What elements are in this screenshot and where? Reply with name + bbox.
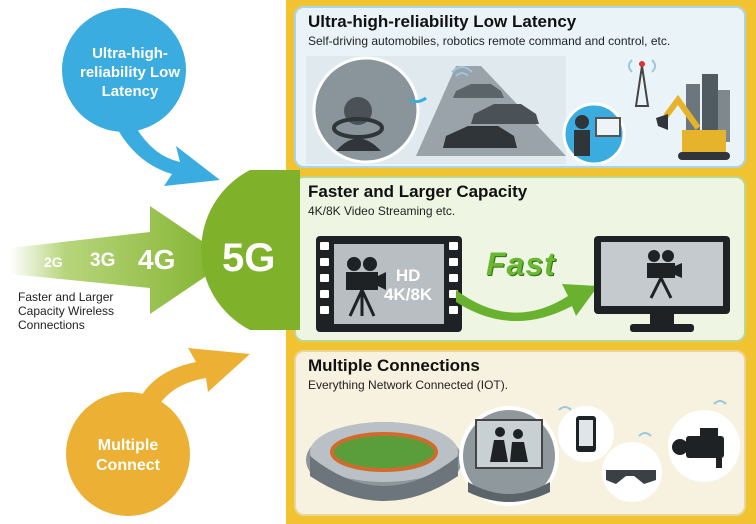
gen-2g-label: 2G [44,254,63,270]
antenna-tower-icon [634,65,650,107]
video-camera-icon [672,428,724,468]
excavator-icon [663,94,701,130]
smart-glasses-icon [606,470,656,484]
gen-3g-label: 3G [90,250,116,271]
fast-arrow [456,284,598,322]
multiple-label-line: Connect [96,457,160,474]
movie-camera-icon [647,250,682,299]
multiple-circle-label: Multiple Connect [76,436,180,476]
fast-label: Fast [486,246,556,282]
panel-title: Ultra-high-reliability Low Latency [308,12,577,31]
latency-label-line: reliability Low [79,64,181,81]
film-strip-icon [316,236,462,332]
monitor-icon [594,236,730,332]
latency-label-line: Latency [101,83,159,100]
car-icon [471,104,539,124]
panel-low-latency: Ultra-high-reliability Low Latency Self-… [294,6,746,168]
panel-subtitle: Self-driving automobiles, robotics remot… [308,34,671,48]
hd-line: HD [395,266,421,285]
latency-label-line: Ultra-high- [92,45,168,62]
movie-camera-icon [346,257,386,317]
generation-arrow [10,170,300,330]
gen-4g-label: 4G [138,244,176,275]
car-icon [443,126,517,148]
iot-illustration [306,400,740,506]
panel-title: Multiple Connections [308,356,480,375]
5g-circle [201,170,300,330]
panel-title: Faster and Larger Capacity [308,182,528,201]
car-icon [453,84,504,98]
panel-subtitle: Everything Network Connected (IOT). [308,378,509,392]
multiple-connect-arrow [66,348,250,516]
panel-subtitle: 4K/8K Video Streaming etc. [308,204,456,218]
4k8k-line: 4K/8K [384,285,433,304]
latency-arrow [62,8,220,186]
latency-circle-label: Ultra-high- reliability Low Latency [72,44,188,101]
stadium-icon [306,422,462,501]
hd-resolution-label: HD 4K/8K [384,266,432,304]
latency-illustration [306,56,730,164]
panel-multiple-connections: Multiple Connections Everything Network … [294,350,746,516]
gen-5g-label: 5G [222,236,276,280]
multiple-label-line: Multiple [97,437,159,454]
left-caption: Faster and Larger Capacity Wireless Conn… [18,290,115,332]
